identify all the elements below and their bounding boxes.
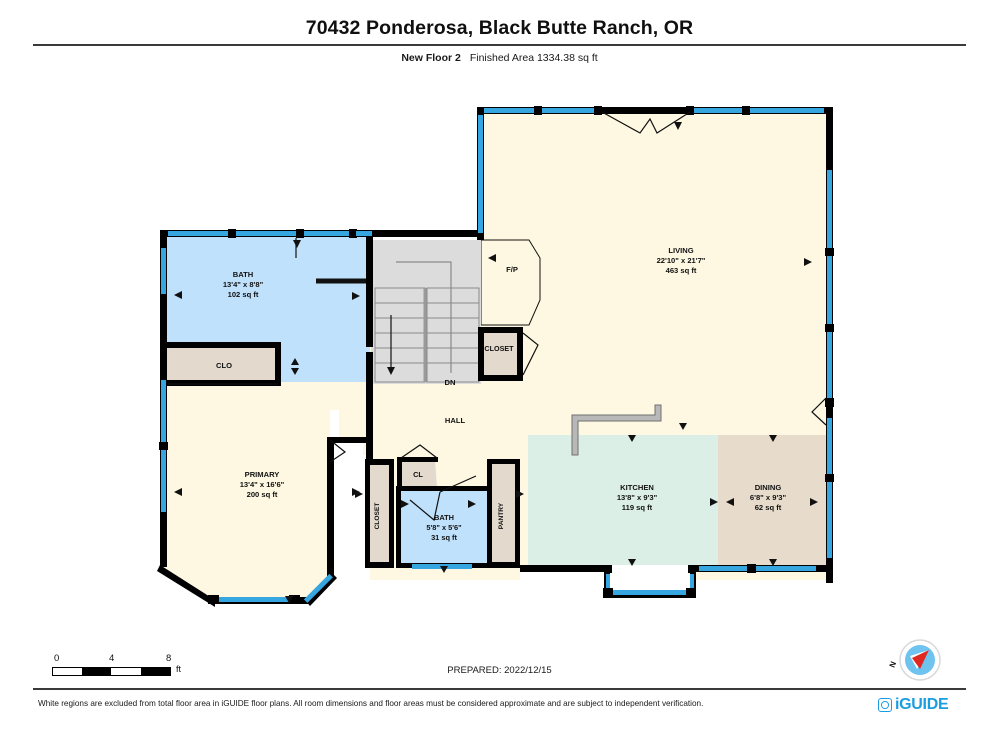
label-fireplace: F/P <box>506 265 518 274</box>
room-label-kitchen-dims: 13'8" x 9'3" <box>617 493 658 502</box>
room-fill-clo <box>163 345 278 382</box>
room-label-kitchen-name: KITCHEN <box>620 483 654 492</box>
room-label-dining-area: 62 sq ft <box>755 503 782 512</box>
label-clo: CLO <box>216 361 232 370</box>
prepared-date: PREPARED: 2022/12/15 <box>447 665 552 676</box>
room-label-primary-area: 200 sq ft <box>247 490 278 499</box>
excluded-region-bay <box>607 565 695 587</box>
room-label-bath-main-area: 102 sq ft <box>228 290 259 299</box>
room-labels: BATH 13'4" x 8'8" 102 sq ft PRIMARY 13'4… <box>223 246 787 542</box>
room-fill-closet-living <box>481 330 519 378</box>
room-label-bath-main-dims: 13'4" x 8'8" <box>223 280 264 289</box>
finished-area: Finished Area 1334.38 sq ft <box>469 52 598 64</box>
room-fill-pantry <box>491 462 516 562</box>
doors <box>168 111 827 522</box>
room-label-bath-half-area: 31 sq ft <box>431 533 457 542</box>
room-label-dining-name: DINING <box>755 483 782 492</box>
scale-segment-1 <box>82 668 111 675</box>
room-label-dining-dims: 6'8" x 9'3" <box>750 493 787 502</box>
disclaimer-text: White regions are excluded from total fl… <box>38 699 704 708</box>
label-cl: CL <box>413 470 423 479</box>
label-closet-hall: CLOSET <box>374 503 381 530</box>
floor-subtitle: New Floor 2 Finished Area 1334.38 sq ft <box>0 52 999 64</box>
room-fill-closet-hall <box>369 462 391 562</box>
label-hall: HALL <box>445 416 466 425</box>
room-label-living-area: 463 sq ft <box>666 266 697 275</box>
room-label-primary-name: PRIMARY <box>245 470 280 479</box>
label-stairs-dn: DN <box>445 378 456 387</box>
scale-unit-label: ft <box>176 664 182 674</box>
room-fill-primary <box>160 345 330 600</box>
room-fill-cl <box>401 460 437 487</box>
room-label-bath-main-name: BATH <box>233 270 254 279</box>
iguide-brand-text: iGUIDE <box>895 696 949 713</box>
windows <box>159 106 834 604</box>
viewpoint-arrows <box>174 122 818 603</box>
label-closet-living: CLOSET <box>484 344 514 353</box>
footer-divider <box>33 688 966 690</box>
scale-bar <box>52 667 171 676</box>
room-fill-bath-half <box>399 487 490 565</box>
kitchen-peninsula <box>571 404 662 456</box>
room-label-living-dims: 22'10" x 21'7" <box>657 256 706 265</box>
room-fill-kitchen <box>528 435 718 565</box>
room-label-bath-half-name: BATH <box>434 513 454 522</box>
label-pantry: PANTRY <box>498 502 505 529</box>
scale-tick-4: 4 <box>109 653 115 664</box>
compass-rose <box>899 639 941 681</box>
room-label-kitchen-area: 119 sq ft <box>622 503 653 512</box>
stair-treads <box>374 261 480 383</box>
iguide-mark-icon <box>878 698 892 712</box>
room-label-living-name: LIVING <box>668 246 693 255</box>
room-label-primary-dims: 13'4" x 16'6" <box>240 480 285 489</box>
scale-tick-0: 0 <box>54 653 60 664</box>
page-title: 70432 Ponderosa, Black Butte Ranch, OR <box>305 17 694 39</box>
plain-labels: CLO CLOSET F/P DN HALL CL CLOSET PANTRY <box>216 265 518 529</box>
room-label-bath-half-dims: 5'8" x 5'6" <box>426 523 462 532</box>
stairs-down-arrow <box>387 315 395 375</box>
title-divider <box>33 44 966 46</box>
fireplace-recess <box>480 239 541 326</box>
floor-name: New Floor 2 <box>401 52 461 64</box>
scale-segment-2 <box>141 668 170 675</box>
scale-tick-8: 8 <box>166 653 172 664</box>
iguide-logo: iGUIDE <box>878 696 949 713</box>
